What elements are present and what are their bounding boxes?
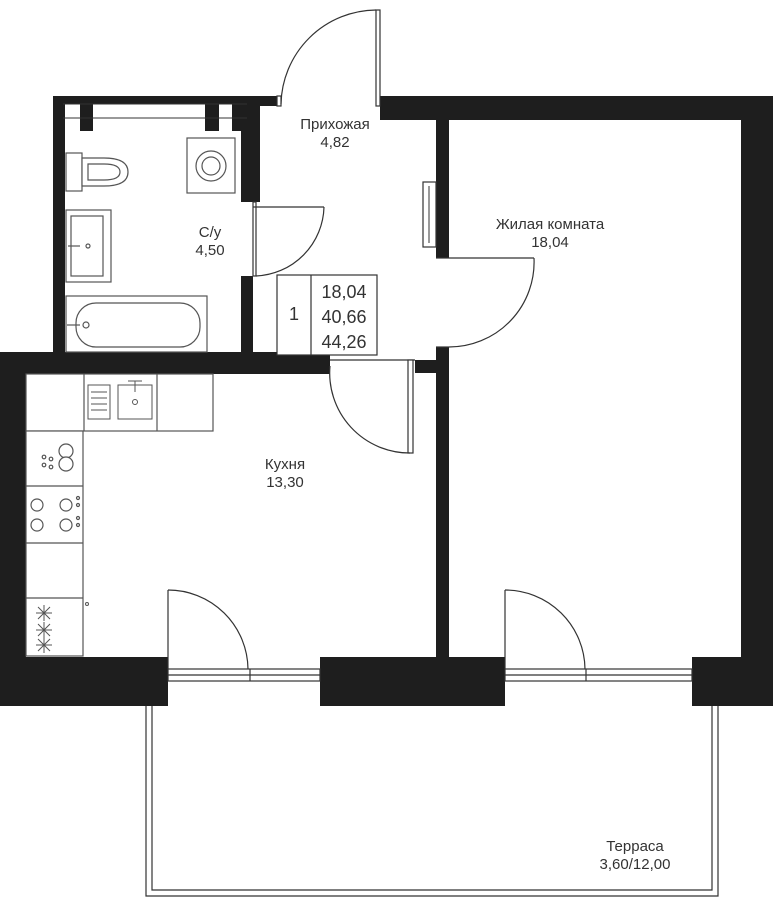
room-label-kitchen: Кухня 13,30 <box>240 456 330 492</box>
wall <box>241 131 260 202</box>
room-area: 4,82 <box>320 134 350 151</box>
wall <box>205 96 219 131</box>
room-label-bathroom: С/у 4,50 <box>180 224 240 260</box>
room-area: 13,30 <box>266 474 304 491</box>
bathroom-door <box>252 201 325 277</box>
wall <box>53 96 65 352</box>
wall <box>0 657 168 706</box>
room-label-hallway: Прихожая 4,82 <box>283 116 387 152</box>
summary-values: 18,04 40,66 44,26 <box>313 280 375 355</box>
wall <box>241 276 253 366</box>
wall <box>415 360 449 373</box>
kitchen-sink-icon <box>87 380 153 420</box>
total-area-value: 40,66 <box>321 307 367 327</box>
bathroom-window-frame <box>63 103 247 119</box>
room-label-living: Жилая комната 18,04 <box>470 216 630 252</box>
room-area: 3,60/12,00 <box>599 856 671 873</box>
sink-icon <box>65 209 112 283</box>
room-area: 4,50 <box>195 242 225 259</box>
wall <box>53 96 280 106</box>
wall <box>0 352 330 374</box>
kitchen-door <box>329 359 415 454</box>
washing-machine-icon <box>186 137 236 194</box>
walls <box>0 96 773 706</box>
kitchen-balcony-door <box>167 589 321 682</box>
wall <box>436 347 449 657</box>
bathroom-window <box>65 104 232 118</box>
wall <box>380 96 773 120</box>
wall <box>436 120 449 258</box>
room-name: Прихожая <box>300 116 370 133</box>
rooms-count: 1 <box>288 304 299 324</box>
room-name: Жилая комната <box>495 216 605 233</box>
living-door <box>436 257 535 348</box>
room-name: Кухня <box>264 456 306 473</box>
toilet-icon <box>65 152 129 192</box>
room-name: Терраса <box>606 838 664 855</box>
gas-burner-icon <box>41 443 74 472</box>
room-name: С/у <box>198 224 222 241</box>
room-label-terrace: Терраса 3,60/12,00 <box>580 838 690 874</box>
terrace-outline <box>145 706 719 897</box>
bathtub-icon <box>65 295 208 353</box>
wall <box>0 352 26 706</box>
living-balcony-door <box>504 589 693 682</box>
wall <box>320 657 505 706</box>
summary-table-frame <box>276 274 378 356</box>
living-area-value: 18,04 <box>321 282 367 302</box>
wall <box>741 96 773 706</box>
total-with-terrace-value: 44,26 <box>321 332 367 352</box>
hob-icon <box>30 495 81 532</box>
fridge-icon <box>36 602 89 653</box>
entrance-door <box>276 9 381 107</box>
room-area: 18,04 <box>531 234 569 251</box>
wall <box>692 657 773 706</box>
wall <box>80 96 93 131</box>
